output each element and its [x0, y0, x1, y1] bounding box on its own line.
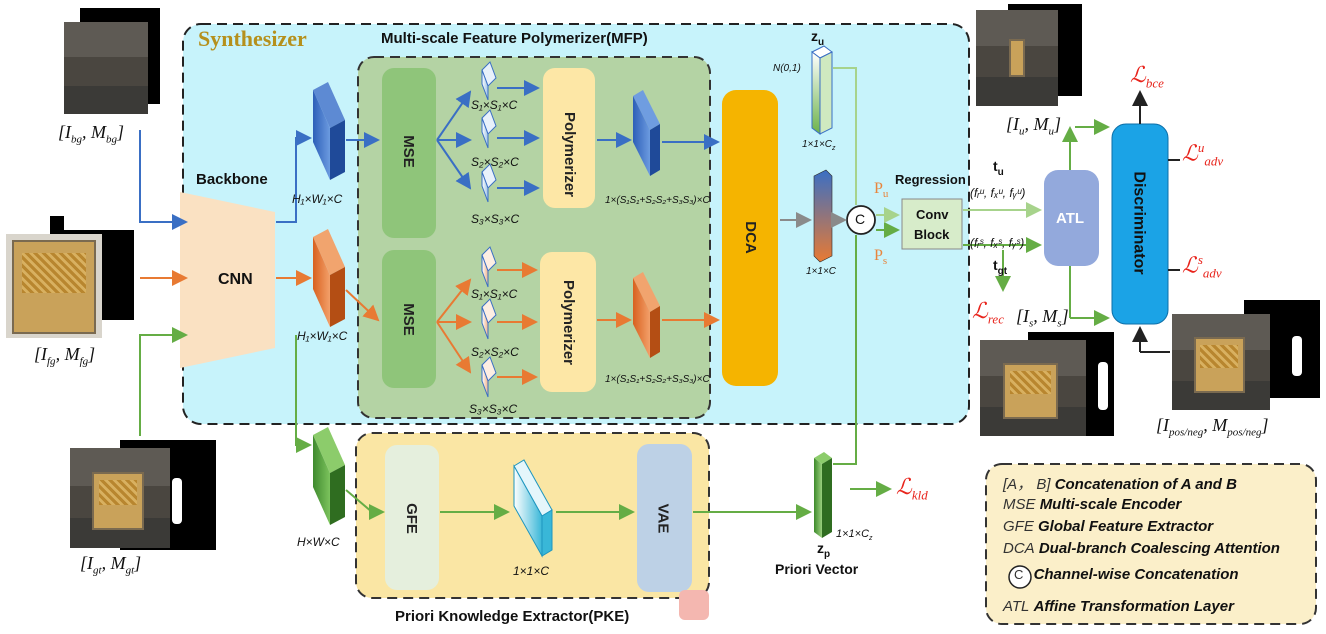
cnn-block [180, 192, 275, 368]
u-input-label: [Iu, Mu] [1006, 114, 1062, 138]
pke-title: Priori Knowledge Extractor(PKE) [395, 608, 630, 625]
gt-input-label: [Igt, Mgt] [80, 553, 142, 577]
zu-label: zu [811, 28, 825, 48]
loss-bce: ℒbce [1130, 62, 1164, 91]
fs-label: (fᵣˢ, fₓˢ, fᵧˢ) [970, 236, 1025, 250]
legend-concat-icon [1008, 565, 1032, 589]
priori-vector-label: Priori Vector [775, 561, 859, 577]
zu-vector [811, 45, 833, 135]
loss-kld: ℒkld [896, 474, 928, 503]
mse-block-bottom [382, 250, 436, 388]
scale-features-top [481, 61, 497, 203]
polymerizer-label-top: Polymerizer [561, 111, 579, 198]
discriminator-label: Discriminator [1130, 171, 1148, 275]
bg-image-front [64, 22, 148, 114]
fg-input-label: [Ifg, Mfg] [34, 344, 96, 368]
dim-s2-bottom: S₂×S₂×C [471, 345, 519, 359]
zp-vector [814, 452, 832, 538]
fu-label: (fᵣᵘ, fₓᵘ, fᵧᵘ) [970, 186, 1026, 200]
regression-label: Regression [895, 172, 966, 187]
cnn-label: CNN [218, 271, 253, 288]
dim-gfe-out: 1×1×C [513, 564, 550, 578]
pos-image [1172, 314, 1270, 410]
vae-label: VAE [654, 503, 672, 534]
s-image [980, 340, 1086, 436]
gfe-label: GFE [402, 503, 420, 534]
dca-out-vector [813, 169, 833, 263]
dim-s3-bottom: S₃×S₃×C [469, 402, 518, 416]
dim-zp: 1×1×Cz [836, 528, 873, 543]
gfe-out [513, 459, 553, 558]
mse-block-top [382, 68, 436, 238]
loss-rec: ℒrec [972, 298, 1004, 327]
tu-label: tu [993, 158, 1004, 178]
legend-box [985, 463, 1317, 625]
dim-s1-top: S₁×S₁×C [471, 98, 518, 112]
dim-dca-out: 1×1×C [806, 266, 837, 277]
concat-symbol: C [855, 211, 866, 227]
ps-label: Ps [874, 247, 888, 268]
dim-poly-out-bottom: 1×(S₁S₁+S₂S₂+S₃S₃)×C [605, 374, 710, 385]
dim-bottom-cube: H×W×C [297, 535, 340, 549]
polymerizer-label-bottom: Polymerizer [560, 279, 578, 366]
zp-label: zp [817, 540, 831, 560]
atl-block [1044, 170, 1099, 266]
scale-features-bottom [481, 246, 497, 398]
feature-cube-mid [313, 229, 345, 327]
conv-block [901, 198, 963, 250]
dim-s2-top: S₂×S₂×C [471, 155, 519, 169]
legend-row-atl: ATL Affine Transformation Layer [1003, 598, 1234, 615]
synthesizer-title: Synthesizer [198, 26, 307, 51]
dca-label: DCA [741, 221, 759, 254]
pos-input-label: [Ipos/neg, Mpos/neg] [1156, 415, 1269, 439]
poly-out-bottom [633, 272, 660, 358]
poly-out-top [633, 90, 660, 176]
conv-label: Conv [916, 207, 949, 222]
dca-block [722, 90, 778, 386]
legend-row-channel: C Channel-wise Concatenation [1014, 566, 1239, 583]
dim-poly-out-top: 1×(S₁S₁+S₂S₂+S₃S₃)×C [605, 195, 710, 206]
fg-image [6, 234, 102, 338]
pu-label: Pu [874, 180, 889, 201]
legend-row-dca: DCA Dual-branch Coalescing Attention [1003, 540, 1280, 557]
s-input-label: [Is, Ms] [1016, 306, 1069, 330]
concat-circle [846, 205, 876, 235]
block-label: Block [914, 227, 950, 242]
vae-block [637, 444, 692, 592]
feature-cube-bottom [313, 427, 345, 525]
gt-image [70, 448, 170, 548]
u-image [976, 10, 1058, 106]
mse-label-bottom: MSE [399, 303, 417, 336]
atl-label: ATL [1056, 210, 1085, 227]
dim-s1-bottom: S₁×S₁×C [471, 287, 518, 301]
legend-row-mse: MSE Multi-scale Encoder [1003, 496, 1182, 513]
legend-row-gfe: GFE Global Feature Extractor [1003, 518, 1214, 535]
loss-adv-s: ℒsadv [1182, 252, 1222, 281]
normal-dist-label: N(0,1) [773, 63, 801, 74]
gfe-block [385, 445, 439, 590]
mfp-title: Multi-scale Feature Polymerizer(MFP) [381, 30, 648, 47]
legend-row-concat: [A， B] Concatenation of A and B [1003, 476, 1237, 493]
tgt-label: tgt [993, 257, 1008, 277]
feature-cube-top [313, 82, 345, 180]
dim-s3-top: S₃×S₃×C [471, 212, 520, 226]
mse-label-top: MSE [399, 135, 417, 168]
dim-top-cube: H₁×W₁×C [292, 192, 343, 206]
dim-mid-cube: H₁×W₁×C [297, 329, 348, 343]
polymerizer-block-top [543, 68, 595, 208]
magnifier-icon[interactable] [679, 590, 709, 620]
dim-zu: 1×1×Cz [802, 139, 836, 152]
backbone-label: Backbone [196, 171, 268, 188]
polymerizer-block-bottom [540, 252, 596, 392]
bg-input-label: [Ibg, Mbg] [58, 122, 125, 146]
loss-adv-u: ℒuadv [1182, 140, 1224, 169]
